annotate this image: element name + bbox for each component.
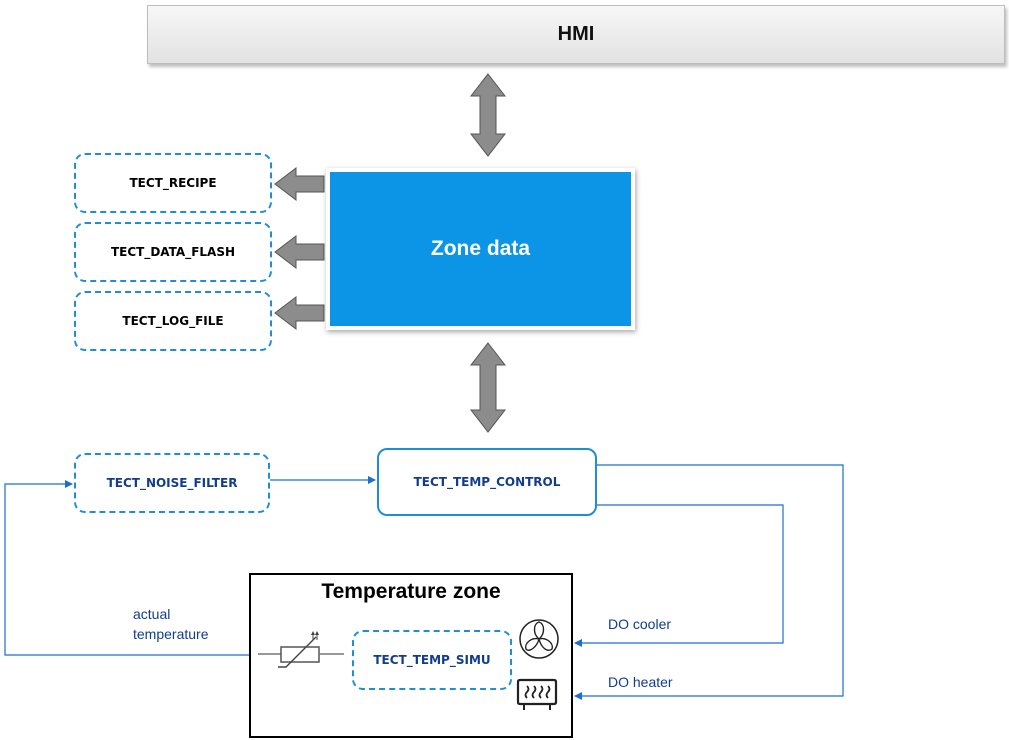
- hmi-label: HMI: [557, 23, 595, 45]
- temperature-zone-title: Temperature zone: [321, 580, 501, 603]
- do-cooler-line: [574, 504, 784, 647]
- arrow-to-data-flash: [274, 234, 325, 270]
- fan-icon: [519, 619, 559, 659]
- actual-temperature-label-line2: temperature: [133, 626, 209, 642]
- do-cooler-label: DO cooler: [608, 616, 672, 632]
- zone-data-label: Zone data: [430, 237, 531, 260]
- actual-temperature-label-line1: actual: [133, 606, 171, 622]
- hmi-zone-double-arrow: [469, 73, 507, 157]
- actual-temperature-line: [4, 480, 249, 656]
- do-heater-label: DO heater: [608, 674, 673, 690]
- temp-simu-module-label: TECT_TEMP_SIMU: [373, 653, 491, 667]
- heater-icon: [516, 678, 558, 710]
- temp-control-module: TECT_TEMP_CONTROL: [377, 448, 597, 516]
- recipe-module: TECT_RECIPE: [74, 153, 272, 213]
- arrow-to-log-file: [274, 295, 325, 331]
- log-file-module-label: TECT_LOG_FILE: [122, 314, 224, 328]
- log-file-module: TECT_LOG_FILE: [74, 291, 272, 351]
- noise-filter-module: TECT_NOISE_FILTER: [74, 453, 270, 513]
- recipe-module-label: TECT_RECIPE: [129, 176, 217, 190]
- temp-control-module-label: TECT_TEMP_CONTROL: [413, 475, 561, 489]
- hmi-bar: HMI: [147, 5, 1005, 64]
- zone-control-double-arrow: [469, 342, 507, 433]
- data-flash-module-label: TECT_DATA_FLASH: [110, 245, 236, 259]
- arrow-to-recipe: [274, 166, 325, 202]
- thermistor-icon: [258, 631, 344, 668]
- data-flash-module: TECT_DATA_FLASH: [74, 222, 272, 282]
- noise-filter-module-label: TECT_NOISE_FILTER: [106, 476, 238, 490]
- zone-data-block: Zone data: [326, 168, 635, 330]
- temp-simu-module: TECT_TEMP_SIMU: [352, 630, 512, 690]
- do-heater-line: [574, 464, 844, 700]
